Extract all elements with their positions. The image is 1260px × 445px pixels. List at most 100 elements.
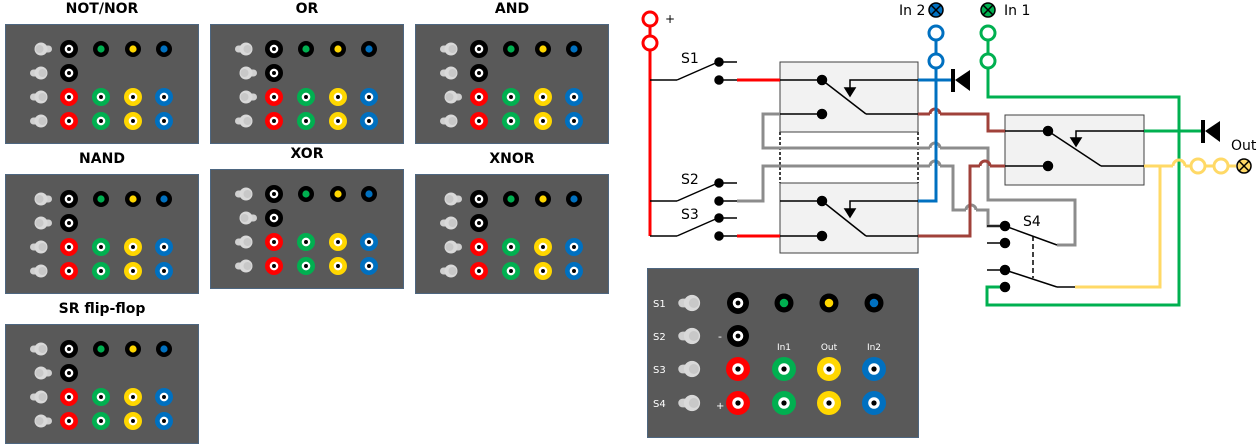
- black-jack[interactable]: [265, 185, 283, 203]
- blue-jack[interactable]: [155, 112, 173, 130]
- green-indicator[interactable]: [503, 41, 519, 57]
- toggle-switch-s1[interactable]: [235, 42, 253, 56]
- legend-minus-jack[interactable]: [727, 325, 749, 347]
- red-jack[interactable]: [265, 257, 283, 275]
- legend-toggle-s2[interactable]: [678, 327, 701, 345]
- blue-indicator[interactable]: [156, 341, 172, 357]
- green-jack[interactable]: [502, 262, 520, 280]
- toggle-switch-s3[interactable]: [444, 90, 463, 104]
- red-jack[interactable]: [470, 88, 488, 106]
- green-jack[interactable]: [502, 238, 520, 256]
- red-jack[interactable]: [265, 112, 283, 130]
- black-jack[interactable]: [60, 190, 78, 208]
- toggle-switch-s2[interactable]: [239, 66, 258, 80]
- blue-indicator[interactable]: [361, 41, 377, 57]
- blue-jack[interactable]: [565, 112, 583, 130]
- toggle-switch-s2[interactable]: [34, 216, 53, 230]
- toggle-switch-s3[interactable]: [235, 235, 253, 249]
- legend-yellow-jack[interactable]: [817, 357, 841, 381]
- minus-jack[interactable]: [60, 364, 78, 382]
- legend-green-jack[interactable]: [772, 357, 796, 381]
- green-jack[interactable]: [297, 257, 315, 275]
- blue-jack[interactable]: [360, 257, 378, 275]
- blue-indicator[interactable]: [566, 191, 582, 207]
- green-jack[interactable]: [297, 112, 315, 130]
- yellow-jack[interactable]: [329, 88, 347, 106]
- red-jack[interactable]: [60, 412, 78, 430]
- toggle-switch-s2[interactable]: [34, 366, 53, 380]
- yellow-jack[interactable]: [124, 88, 142, 106]
- toggle-switch-s2[interactable]: [440, 66, 458, 80]
- toggle-switch-s4[interactable]: [440, 114, 458, 128]
- green-jack[interactable]: [92, 388, 110, 406]
- blue-jack[interactable]: [155, 88, 173, 106]
- toggle-switch-s4[interactable]: [30, 114, 48, 128]
- toggle-switch-s1[interactable]: [235, 187, 253, 201]
- minus-jack[interactable]: [470, 214, 488, 232]
- legend-toggle-s3[interactable]: [678, 360, 701, 378]
- blue-indicator[interactable]: [566, 41, 582, 57]
- toggle-switch-s4[interactable]: [235, 259, 253, 273]
- legend-toggle-s1[interactable]: [678, 294, 701, 312]
- blue-jack[interactable]: [155, 262, 173, 280]
- green-jack[interactable]: [92, 238, 110, 256]
- toggle-switch-s4[interactable]: [34, 414, 53, 428]
- toggle-switch-s3[interactable]: [30, 240, 48, 254]
- yellow-jack[interactable]: [329, 257, 347, 275]
- legend-green-jack[interactable]: [772, 391, 796, 415]
- yellow-jack[interactable]: [534, 112, 552, 130]
- black-jack[interactable]: [60, 40, 78, 58]
- blue-jack[interactable]: [155, 238, 173, 256]
- yellow-indicator[interactable]: [535, 41, 551, 57]
- black-jack[interactable]: [470, 40, 488, 58]
- blue-jack[interactable]: [360, 112, 378, 130]
- toggle-switch-s3[interactable]: [444, 240, 463, 254]
- toggle-switch-s1[interactable]: [34, 192, 53, 206]
- black-jack[interactable]: [265, 40, 283, 58]
- toggle-switch-s1[interactable]: [444, 192, 463, 206]
- red-jack[interactable]: [60, 262, 78, 280]
- yellow-jack[interactable]: [534, 238, 552, 256]
- green-indicator[interactable]: [93, 191, 109, 207]
- yellow-jack[interactable]: [534, 262, 552, 280]
- green-jack[interactable]: [502, 112, 520, 130]
- blue-jack[interactable]: [360, 88, 378, 106]
- black-jack[interactable]: [60, 340, 78, 358]
- legend-toggle-s4[interactable]: [678, 394, 701, 412]
- toggle-switch-s3[interactable]: [30, 390, 48, 404]
- green-indicator[interactable]: [93, 341, 109, 357]
- toggle-switch-s3[interactable]: [30, 90, 48, 104]
- yellow-jack[interactable]: [124, 388, 142, 406]
- minus-jack[interactable]: [60, 64, 78, 82]
- toggle-switch-s4[interactable]: [30, 264, 48, 278]
- toggle-switch-s2[interactable]: [239, 211, 258, 225]
- yellow-indicator[interactable]: [125, 341, 141, 357]
- yellow-indicator[interactable]: [330, 41, 346, 57]
- yellow-jack[interactable]: [124, 262, 142, 280]
- yellow-jack[interactable]: [329, 112, 347, 130]
- red-jack[interactable]: [60, 112, 78, 130]
- minus-jack[interactable]: [60, 214, 78, 232]
- toggle-switch-s2[interactable]: [30, 66, 48, 80]
- blue-jack[interactable]: [360, 233, 378, 251]
- minus-jack[interactable]: [470, 64, 488, 82]
- legend-black-jack[interactable]: [727, 292, 749, 314]
- toggle-switch-s1[interactable]: [34, 42, 53, 56]
- blue-jack[interactable]: [565, 238, 583, 256]
- minus-jack[interactable]: [265, 209, 283, 227]
- red-jack[interactable]: [265, 233, 283, 251]
- legend-red-jack[interactable]: [726, 357, 750, 381]
- red-jack[interactable]: [60, 88, 78, 106]
- yellow-jack[interactable]: [124, 112, 142, 130]
- red-jack[interactable]: [470, 112, 488, 130]
- blue-jack[interactable]: [155, 388, 173, 406]
- legend-yellow-jack[interactable]: [817, 391, 841, 415]
- legend-yellow-indicator[interactable]: [819, 293, 839, 313]
- yellow-jack[interactable]: [329, 233, 347, 251]
- toggle-switch-s3[interactable]: [239, 90, 258, 104]
- red-jack[interactable]: [265, 88, 283, 106]
- blue-jack[interactable]: [565, 262, 583, 280]
- toggle-switch-s4[interactable]: [440, 264, 458, 278]
- yellow-jack[interactable]: [534, 88, 552, 106]
- yellow-indicator[interactable]: [330, 186, 346, 202]
